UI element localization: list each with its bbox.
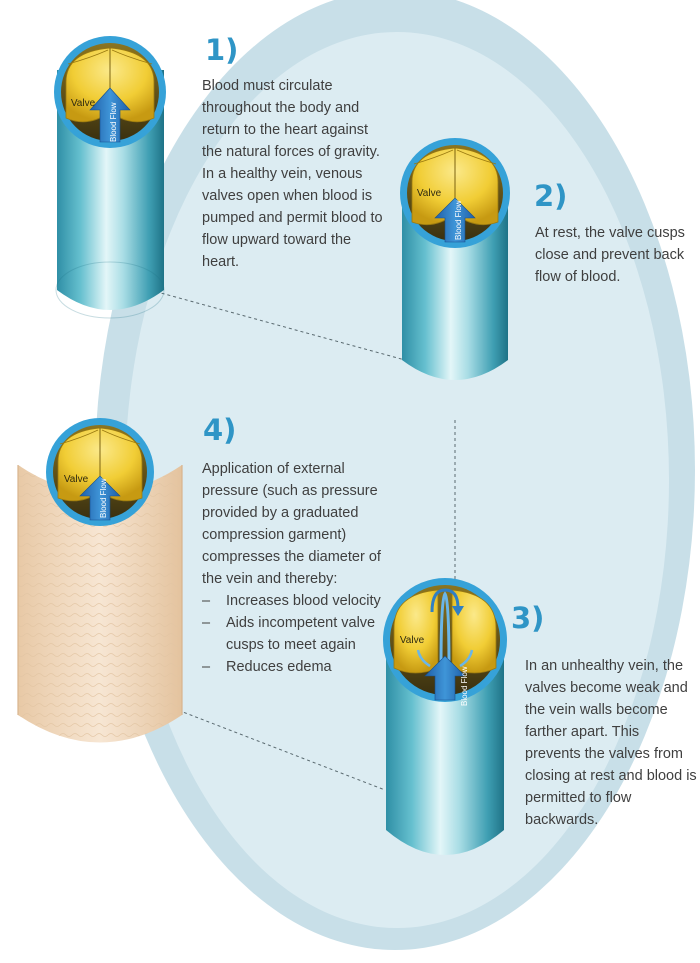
step-3-body: In an unhealthy vein, the valves become …: [525, 655, 697, 831]
vein-3: Valve Blood Flow: [383, 578, 507, 855]
step-4-text: Application of external pressure (such a…: [202, 458, 392, 678]
step-4-body: Application of external pressure (such a…: [202, 458, 392, 590]
blood-flow-label: Blood Flow: [99, 478, 108, 518]
step-1-body: Blood must circulate throughout the body…: [202, 75, 388, 273]
valve-label: Valve: [417, 188, 442, 199]
valve-label: Valve: [64, 474, 89, 485]
step-3-number: 3): [511, 604, 544, 633]
blood-flow-label: Blood Flow: [109, 102, 118, 142]
step-3-text: In an unhealthy vein, the valves become …: [525, 655, 697, 831]
step-4-bullet: Reduces edema: [202, 656, 392, 678]
step-1-number: 1): [205, 36, 238, 65]
valve-label: Valve: [400, 635, 425, 646]
step-4-bullet: Aids incompetent valve cusps to meet aga…: [202, 612, 392, 656]
vein-1: Valve Blood Flow: [54, 36, 166, 318]
step-4-number: 4): [203, 416, 236, 445]
step-2-number: 2): [534, 182, 567, 211]
valve-label: Valve: [71, 98, 96, 109]
step-2-body: At rest, the valve cusps close and preve…: [535, 222, 693, 288]
blood-flow-label: Blood Flow: [454, 200, 463, 240]
blood-flow-label: Blood Flow: [460, 666, 469, 706]
step-1-text: Blood must circulate throughout the body…: [202, 75, 388, 273]
step-4-bullets: Increases blood velocity Aids incompeten…: [202, 590, 392, 678]
step-2-text: At rest, the valve cusps close and preve…: [535, 222, 693, 288]
step-4-bullet: Increases blood velocity: [202, 590, 392, 612]
vein-2: Valve Blood Flow: [400, 138, 510, 380]
